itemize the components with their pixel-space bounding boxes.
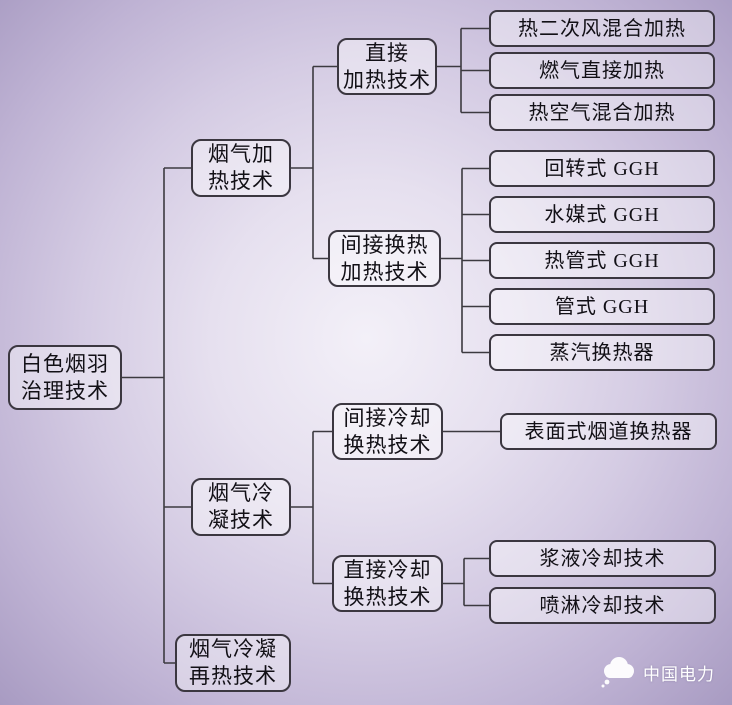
node-hot-secondary-air-mixing-heating: 热二次风混合加热 [489, 10, 715, 47]
node-spray-cooling: 喷淋冷却技术 [489, 587, 716, 624]
node-surface-flue-heat-exchanger: 表面式烟道换热器 [500, 413, 717, 450]
node-root-white-plume-treatment: 白色烟羽 治理技术 [8, 345, 122, 410]
node-heat-pipe-ggh: 热管式 GGH [489, 242, 715, 279]
node-direct-heating: 直接 加热技术 [337, 38, 437, 95]
node-tube-ggh: 管式 GGH [489, 288, 715, 325]
node-steam-heat-exchanger: 蒸汽换热器 [489, 334, 715, 371]
watermark-label: 中国电力 [643, 664, 715, 684]
node-indirect-cooling-heat-exchange: 间接冷却 换热技术 [332, 403, 443, 460]
node-flue-gas-heating: 烟气加 热技术 [191, 139, 291, 197]
node-water-medium-ggh: 水媒式 GGH [489, 196, 715, 233]
node-indirect-heat-exchange-heating: 间接换热 加热技术 [328, 230, 441, 287]
cloud-logo-icon [601, 657, 634, 688]
china-power-watermark: 中国电力 [598, 652, 715, 692]
node-condensation-reheating: 烟气冷凝 再热技术 [175, 634, 291, 692]
node-hot-air-mixing-heating: 热空气混合加热 [489, 94, 715, 131]
node-gas-direct-heating: 燃气直接加热 [489, 52, 715, 89]
node-direct-cooling-heat-exchange: 直接冷却 换热技术 [332, 555, 443, 612]
node-flue-gas-condensation: 烟气冷 凝技术 [191, 478, 291, 536]
node-slurry-cooling: 浆液冷却技术 [489, 540, 716, 577]
node-rotary-ggh: 回转式 GGH [489, 150, 715, 187]
